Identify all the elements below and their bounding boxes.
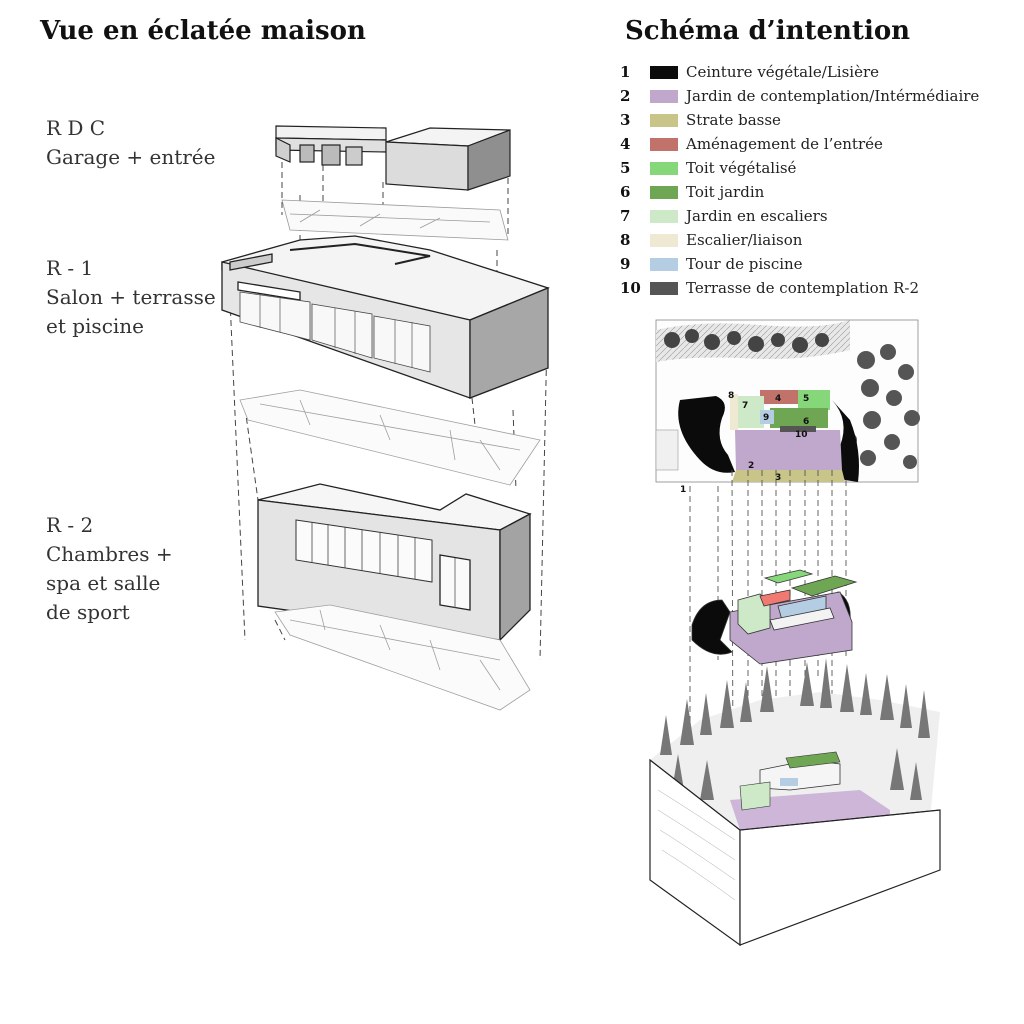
legend-swatch bbox=[650, 185, 678, 199]
legend-number: 7 bbox=[620, 207, 631, 225]
plan-marker-3: 3 bbox=[775, 473, 781, 483]
legend-label: Terrasse de contemplation R-2 bbox=[686, 279, 920, 297]
exploded-view-title: Vue en éclatée maison bbox=[40, 16, 366, 46]
legend-number: 2 bbox=[620, 87, 631, 105]
plan-marker-7: 7 bbox=[742, 401, 748, 411]
plan-marker-4: 4 bbox=[775, 394, 781, 404]
floor-use: Salon + terrasse bbox=[46, 285, 216, 309]
legend-number: 8 bbox=[620, 231, 631, 249]
floor-use: Chambres + bbox=[46, 542, 173, 566]
floor-label-r1: R - 1 Salon + terrasse et piscine bbox=[46, 254, 216, 341]
perspective-site-model bbox=[649, 658, 941, 947]
legend-swatch bbox=[650, 161, 678, 175]
legend-number: 6 bbox=[620, 183, 631, 201]
r2-volume bbox=[257, 483, 532, 642]
floor-use: spa et salle bbox=[46, 571, 161, 595]
legend-item: 9 Tour de piscine bbox=[620, 252, 1020, 276]
legend-swatch bbox=[650, 281, 678, 295]
legend-swatch bbox=[650, 113, 678, 127]
floor-use: et piscine bbox=[46, 314, 145, 338]
r1-floor-plan bbox=[239, 389, 541, 486]
legend-label: Jardin de contemplation/Intérmédiaire bbox=[686, 87, 980, 105]
plan-marker-5: 5 bbox=[803, 394, 809, 404]
plan-marker-10: 10 bbox=[795, 430, 808, 440]
legend-item: 7 Jardin en escaliers bbox=[620, 204, 1020, 228]
plan-marker-1: 1 bbox=[680, 485, 686, 495]
floor-level: R - 1 bbox=[46, 256, 94, 280]
legend-number: 3 bbox=[620, 111, 631, 129]
site-plan: 1 2 3 4 5 6 7 8 9 10 bbox=[655, 319, 920, 495]
legend-label: Toit jardin bbox=[686, 183, 765, 201]
legend-swatch bbox=[650, 233, 678, 247]
legend-label: Strate basse bbox=[686, 111, 781, 129]
legend-label: Toit végétalisé bbox=[686, 159, 797, 177]
intention-diagram-title: Schéma d’intention bbox=[625, 16, 911, 46]
r2-floor-plan bbox=[274, 604, 531, 711]
plan-marker-6: 6 bbox=[803, 417, 809, 427]
plan-marker-9: 9 bbox=[763, 413, 769, 423]
rdc-volume bbox=[275, 125, 511, 191]
legend-item: 1 Ceinture végétale/Lisière bbox=[620, 60, 1020, 84]
legend-number: 4 bbox=[620, 135, 631, 153]
floor-label-rdc: R D C Garage + entrée bbox=[46, 114, 215, 172]
legend-label: Escalier/liaison bbox=[686, 231, 803, 249]
legend-number: 10 bbox=[620, 279, 641, 297]
legend-item: 4 Aménagement de l’entrée bbox=[620, 132, 1020, 156]
legend-item: 3 Strate basse bbox=[620, 108, 1020, 132]
legend-swatch bbox=[650, 89, 678, 103]
floor-use: de sport bbox=[46, 600, 130, 624]
legend-item: 8 Escalier/liaison bbox=[620, 228, 1020, 252]
legend: 1 Ceinture végétale/Lisière 2 Jardin de co… bbox=[620, 60, 1020, 300]
plan-marker-2: 2 bbox=[748, 461, 754, 471]
plan-marker-8: 8 bbox=[728, 391, 734, 401]
floor-level: R D C bbox=[46, 116, 106, 140]
r1-volume bbox=[221, 235, 550, 399]
legend-item: 5 Toit végétalisé bbox=[620, 156, 1020, 180]
legend-number: 9 bbox=[620, 255, 631, 273]
legend-item: 10 Terrasse de contemplation R-2 bbox=[620, 276, 1020, 300]
legend-swatch bbox=[650, 65, 678, 79]
floor-use: Garage + entrée bbox=[46, 145, 216, 169]
legend-label: Tour de piscine bbox=[686, 255, 803, 273]
legend-swatch bbox=[650, 257, 678, 271]
legend-number: 5 bbox=[620, 159, 631, 177]
legend-item: 6 Toit jardin bbox=[620, 180, 1020, 204]
exploded-landscape-layers bbox=[691, 569, 858, 665]
legend-number: 1 bbox=[620, 63, 631, 81]
legend-swatch bbox=[650, 209, 678, 223]
floor-label-r2: R - 2 Chambres + spa et salle de sport bbox=[46, 511, 173, 627]
legend-label: Aménagement de l’entrée bbox=[686, 135, 883, 153]
legend-item: 2 Jardin de contemplation/Intérmédiaire bbox=[620, 84, 1020, 108]
rdc-floor-plan bbox=[281, 199, 509, 241]
legend-label: Jardin en escaliers bbox=[686, 207, 828, 225]
legend-label: Ceinture végétale/Lisière bbox=[686, 63, 880, 81]
legend-swatch bbox=[650, 137, 678, 151]
floor-level: R - 2 bbox=[46, 513, 94, 537]
